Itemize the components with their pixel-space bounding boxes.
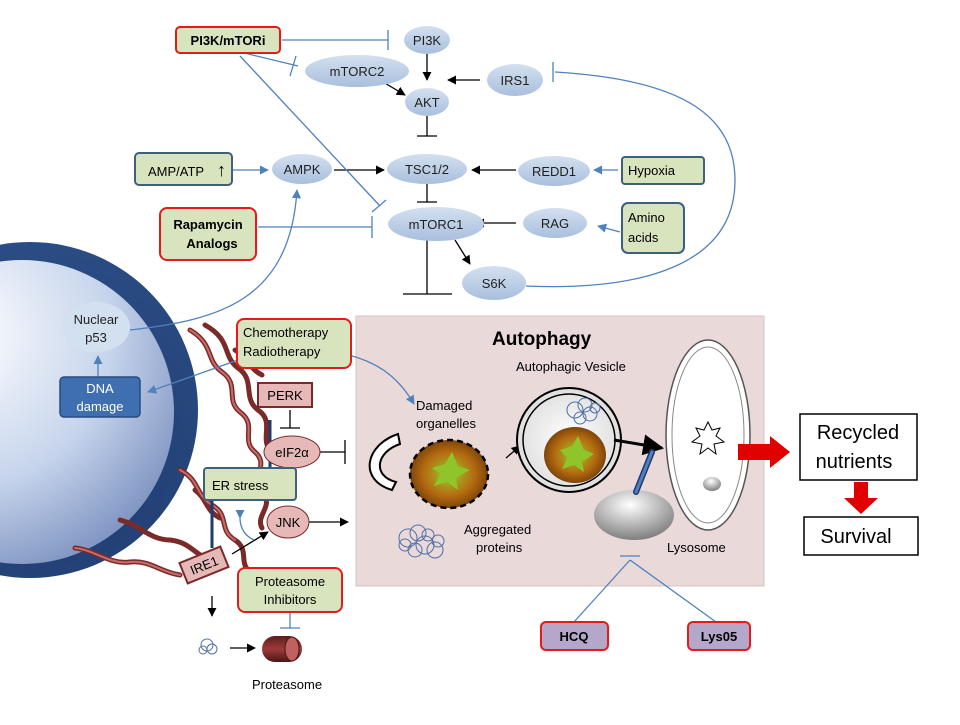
node-nuclear-p53: Nuclear p53: [62, 302, 130, 352]
node-s6k: S6K: [462, 266, 526, 300]
fusion-arrow: [613, 434, 665, 456]
damaged-organelles-line1: Damaged: [416, 398, 472, 413]
node-mtorc1: mTORC1: [388, 207, 484, 241]
damaged-organelle: [408, 438, 490, 510]
red-arrow-to-survival: [844, 482, 878, 514]
drug-rapamycin-line2: Analogs: [186, 236, 237, 251]
drug-chemo-line2: Radiotherapy: [243, 344, 321, 359]
drug-rapamycin-line1: Rapamycin: [173, 217, 242, 232]
damaged-organelles-line2: organelles: [416, 416, 476, 431]
drug-lys05: Lys05: [687, 621, 751, 651]
outcome-recycled-nutrients: Recycled nutrients: [799, 413, 918, 481]
proteasome: Proteasome: [252, 636, 322, 692]
node-akt: AKT: [405, 88, 449, 116]
node-mtorc1-label: mTORC1: [409, 217, 464, 232]
autophagic-vesicle-label: Autophagic Vesicle: [516, 359, 626, 374]
node-jnk: JNK: [266, 505, 310, 539]
node-jnk-label: JNK: [276, 515, 301, 530]
pathway-arrows: [334, 54, 516, 295]
node-ampk-label: AMPK: [284, 162, 321, 177]
er-arrows: [207, 410, 521, 653]
node-er-stress: ER stress: [203, 467, 297, 501]
drug-hcq: HCQ: [540, 621, 609, 651]
input-hypoxia: Hypoxia: [621, 156, 705, 185]
node-irs1: IRS1: [487, 64, 543, 96]
outcome-recycled-line1: Recycled: [817, 422, 899, 444]
node-rag-label: RAG: [541, 216, 569, 231]
phagophore: [368, 432, 402, 492]
node-dna-line2: damage: [77, 399, 124, 414]
autolysosome: [665, 339, 751, 531]
drug-pi3k-mtori-label: PI3K/mTORi: [191, 33, 266, 48]
node-pi3k: PI3K: [404, 26, 450, 54]
drug-chemo-radiotherapy: Chemotherapy Radiotherapy: [236, 318, 352, 369]
drug-lys05-label: Lys05: [701, 629, 737, 644]
drug-chemo-line1: Chemotherapy: [243, 325, 329, 340]
drug-proteasome-inhibitors: Proteasome Inhibitors: [237, 567, 343, 613]
drug-proteasome-line1: Proteasome: [255, 574, 325, 589]
input-hypoxia-label: Hypoxia: [628, 163, 676, 178]
node-akt-label: AKT: [414, 95, 439, 110]
lysosome: [594, 449, 674, 540]
input-arrows: [93, 30, 736, 629]
node-perk-label: PERK: [267, 388, 303, 403]
node-pi3k-label: PI3K: [413, 33, 442, 48]
node-ampk: AMPK: [272, 154, 332, 184]
node-er-stress-label: ER stress: [212, 478, 269, 493]
drug-rapamycin-analogs: Rapamycin Analogs: [159, 207, 257, 261]
node-dna-line1: DNA: [86, 381, 114, 396]
outcome-survival: Survival: [803, 516, 919, 556]
autophagy-title: Autophagy: [492, 329, 592, 350]
input-amp-atp-arrow: ↑: [217, 160, 226, 180]
er-stress-feedback-arrow: [235, 509, 255, 541]
node-dna-damage: DNA damage: [59, 376, 141, 418]
input-amp-atp-label: AMP/ATP: [148, 164, 204, 179]
node-perk: PERK: [257, 382, 313, 408]
node-redd1-label: REDD1: [532, 164, 576, 179]
input-amp-atp: AMP/ATP ↑: [134, 152, 233, 186]
misfolded-protein-icon: [198, 638, 218, 655]
node-p53-line2: p53: [85, 330, 107, 345]
node-irs1-label: IRS1: [501, 73, 530, 88]
input-amino-line1: Amino: [628, 210, 665, 225]
node-ire1: IRE1: [178, 545, 230, 585]
drug-pi3k-mtori: PI3K/mTORi: [175, 26, 281, 54]
aggregated-proteins-icon: [398, 524, 445, 559]
drug-proteasome-line2: Inhibitors: [264, 592, 317, 607]
red-arrow-to-nutrients: [738, 436, 790, 468]
outcome-survival-label: Survival: [820, 526, 891, 548]
node-tsc: TSC1/2: [387, 154, 467, 184]
input-amino-line2: acids: [628, 230, 659, 245]
aggregated-proteins-line2: proteins: [476, 540, 523, 555]
node-mtorc2-label: mTORC2: [330, 64, 385, 79]
node-p53-line1: Nuclear: [74, 312, 119, 327]
lysosome-label: Lysosome: [667, 540, 726, 555]
autophagic-vesicle: [516, 387, 622, 493]
node-eif2a-label: eIF2α: [275, 445, 309, 460]
aggregated-proteins-line1: Aggregated: [464, 522, 531, 537]
node-tsc-label: TSC1/2: [405, 162, 449, 177]
node-rag: RAG: [523, 208, 587, 238]
proteasome-label: Proteasome: [252, 677, 322, 692]
node-eif2a: eIF2α: [263, 435, 321, 469]
node-mtorc2: mTORC2: [305, 55, 409, 87]
drug-hcq-label: HCQ: [560, 629, 589, 644]
node-s6k-label: S6K: [482, 276, 507, 291]
node-redd1: REDD1: [518, 156, 590, 186]
outcome-recycled-line2: nutrients: [816, 451, 893, 473]
input-amino-acids: Amino acids: [621, 202, 685, 254]
